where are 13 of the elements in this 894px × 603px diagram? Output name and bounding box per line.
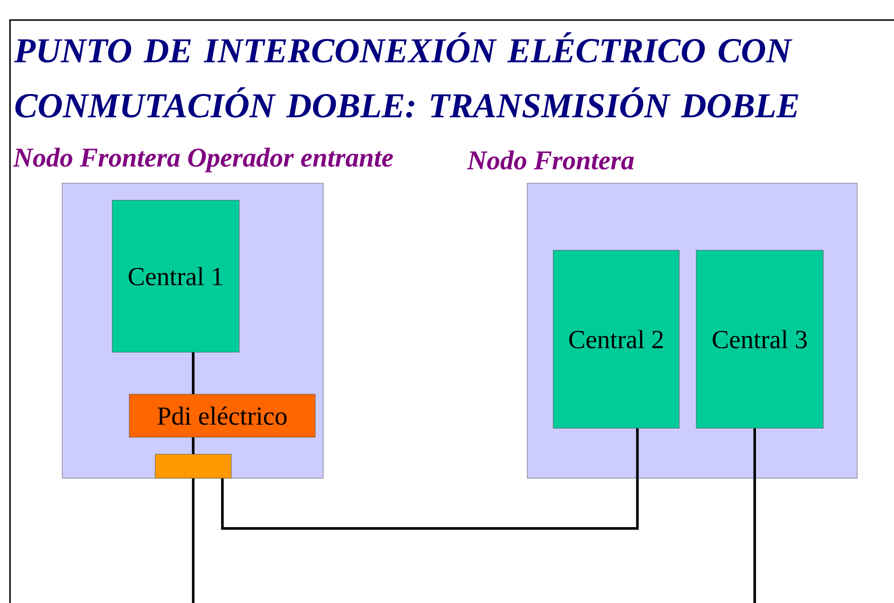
connector-box (155, 454, 232, 478)
title: PUNTO DE INTERCONEXIÓN ELÉCTRICO CON CONMUTACIÓN DOBLE: TRANSMISIÓN DOBLE (14, 32, 798, 118)
connector-line (192, 437, 194, 454)
connector-line (221, 428, 639, 530)
connector-line (192, 352, 194, 394)
central-box: Central 2 (553, 250, 680, 428)
connector-line (753, 428, 756, 603)
group-heading: Nodo Frontera Operador entrante (12, 148, 393, 172)
group-heading: Nodo Frontera (466, 150, 634, 170)
central-box: Central 3 (696, 250, 824, 428)
label-box: Pdi eléctrico (129, 394, 316, 438)
connector-line (192, 478, 194, 603)
central-box: Central 1 (112, 200, 240, 352)
